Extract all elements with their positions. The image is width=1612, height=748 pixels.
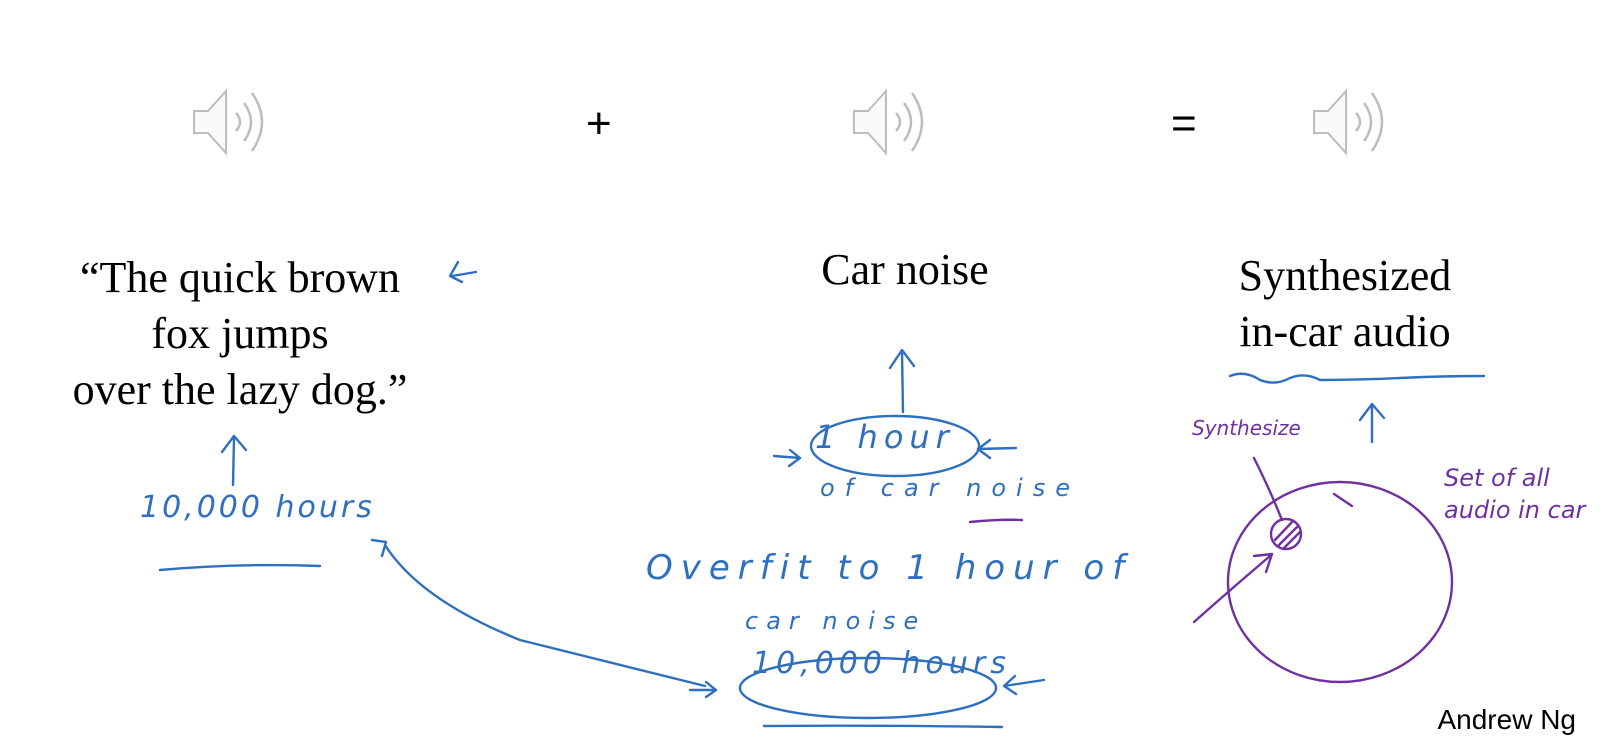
handwritten-car-noise: car noise xyxy=(745,607,927,635)
handwritten-set-of-all-audio: Set of all audio in car xyxy=(1444,464,1586,524)
handwritten-synthesize: Synthesize xyxy=(1192,416,1301,440)
synthesized-line-1: Synthesized xyxy=(1238,251,1452,300)
underline-noise xyxy=(968,518,1024,524)
underline-10000-left xyxy=(158,563,322,572)
arrow-left-1-hour-icon xyxy=(772,448,802,468)
speaker-icon xyxy=(190,85,282,159)
wavy-underline-synth xyxy=(1228,372,1486,384)
quote-line-1: “The quick brown xyxy=(79,253,401,302)
arrow-tail-bottom-left-icon xyxy=(688,680,718,699)
author-credit: Andrew Ng xyxy=(1437,704,1576,735)
quote-line-3: over the lazy dog.” xyxy=(72,365,408,414)
underline-10000-bottom xyxy=(762,724,1004,729)
arrow-right-1-hour-icon xyxy=(976,438,1018,460)
synthesized-audio-label: Synthesized in-car audio xyxy=(1195,248,1495,360)
up-arrow-synth-icon xyxy=(1358,402,1386,444)
quote-line-2: fox jumps xyxy=(151,309,329,358)
quote-text: “The quick brown fox jumps over the lazy… xyxy=(30,250,450,418)
handwritten-overfit-note: Overfit to 1 hour of xyxy=(646,548,1133,588)
speaker-icon xyxy=(850,85,942,159)
synth-dot xyxy=(1269,517,1303,551)
set-circle xyxy=(1226,480,1454,684)
up-arrow-car-noise-icon xyxy=(888,348,916,414)
arrow-to-quote-icon xyxy=(448,260,478,284)
handwritten-1-hour: 1 hour xyxy=(815,418,955,456)
up-arrow-quote-icon xyxy=(220,434,248,487)
synth-dot-hatch xyxy=(1273,520,1302,551)
car-noise-text: Car noise xyxy=(821,245,989,294)
handwritten-10000-hours-left: 10,000 hours xyxy=(140,490,375,525)
handwritten-of-car-noise: of car noise xyxy=(820,474,1080,502)
equals-operator: = xyxy=(1171,99,1197,148)
speaker-icon xyxy=(1310,85,1402,159)
synth-pointer xyxy=(1252,456,1284,522)
car-noise-label: Car noise xyxy=(780,242,1030,298)
handwritten-10000-hours-bottom: 10,000 hours xyxy=(752,646,1011,681)
arrow-into-circle-icon xyxy=(1192,552,1274,624)
synthesized-line-2: in-car audio xyxy=(1239,307,1451,356)
plus-operator: + xyxy=(586,99,612,148)
circle-tick xyxy=(1332,492,1354,508)
